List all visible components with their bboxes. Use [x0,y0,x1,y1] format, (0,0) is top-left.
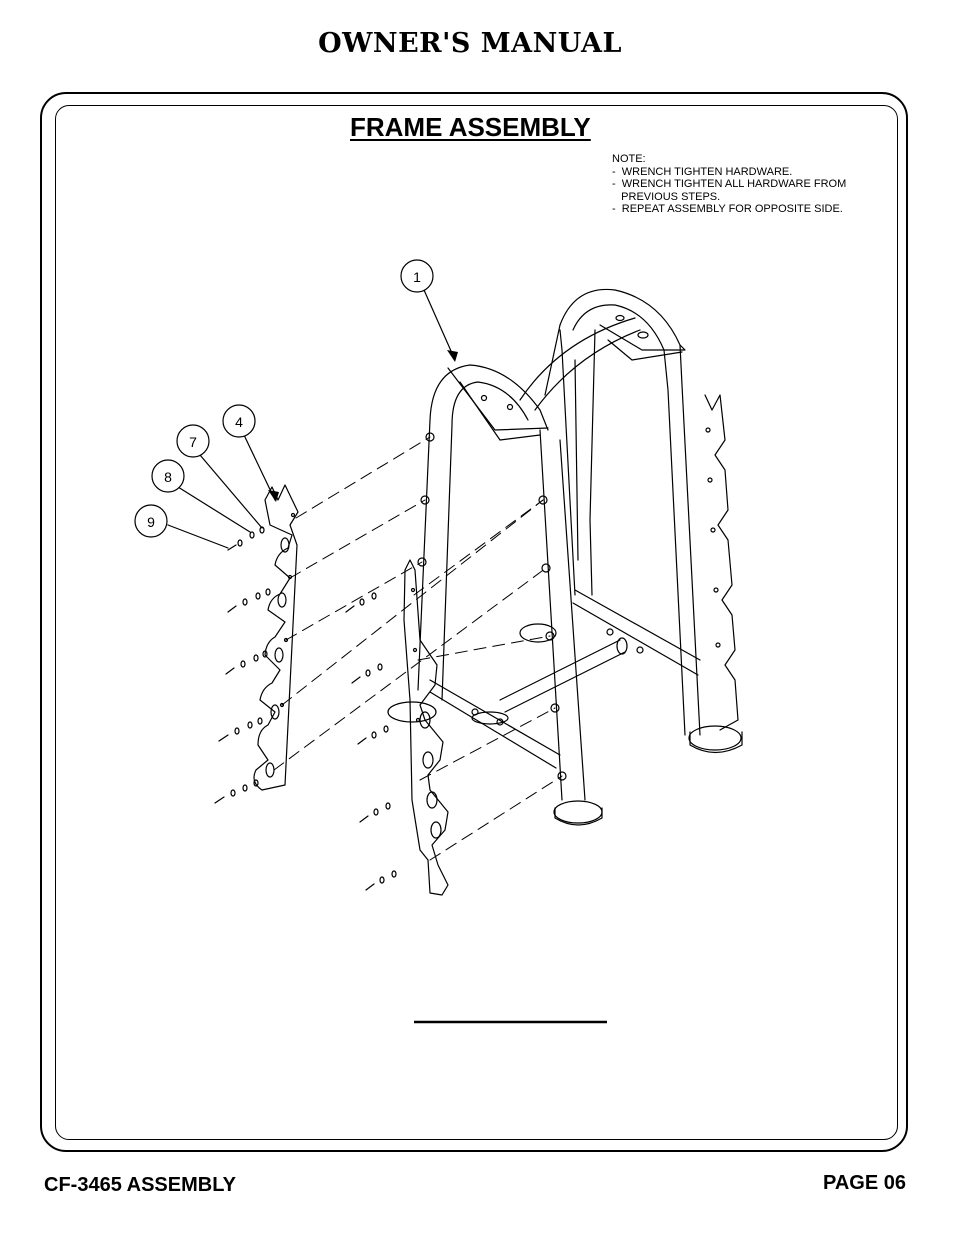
page-frame-inner [55,105,898,1140]
section-title: FRAME ASSEMBLY [350,112,591,142]
note-line: - WRENCH TIGHTEN HARDWARE. [612,165,793,178]
leader-arrowheads [268,350,458,502]
manual-title: OWNER'S MANUAL [318,28,622,59]
base-frame [429,589,701,769]
alignment-lines [273,436,563,861]
front-arch [387,364,603,826]
rear-left-upright [559,329,596,596]
footer-page-number: PAGE 06 [823,1172,906,1194]
rear-arch [544,288,743,754]
callout-leaders [167,289,456,549]
hardware-stacks [214,526,397,891]
callout-circle-1 [400,259,434,293]
note-line: - REPEAT ASSEMBLY FOR OPPOSITE SIDE. [612,203,843,215]
callout-circle-7 [176,424,210,458]
callout-label-4: 4 [235,414,243,430]
callout-circle-9 [134,504,168,538]
footer-model: CF-3465 ASSEMBLY [44,1174,236,1196]
callout-label-7: 7 [189,434,197,450]
callout-label-9: 9 [147,514,155,530]
front-rack-plate [403,559,449,896]
callout-circle-8 [151,459,185,493]
top-cross-tube [519,317,641,411]
left-rack-plate [253,484,299,791]
note-line: PREVIOUS STEPS. [612,190,721,203]
page-frame-outer [40,92,908,1152]
note-line: - WRENCH TIGHTEN ALL HARDWARE FROM [612,178,847,190]
note-heading: NOTE: [612,153,646,165]
assembly-note: NOTE: - WRENCH TIGHTEN HARDWARE. - WRENC… [612,153,897,216]
callout-label-1: 1 [413,269,421,285]
callout-label-8: 8 [164,469,172,485]
callout-circle-4 [222,404,256,438]
